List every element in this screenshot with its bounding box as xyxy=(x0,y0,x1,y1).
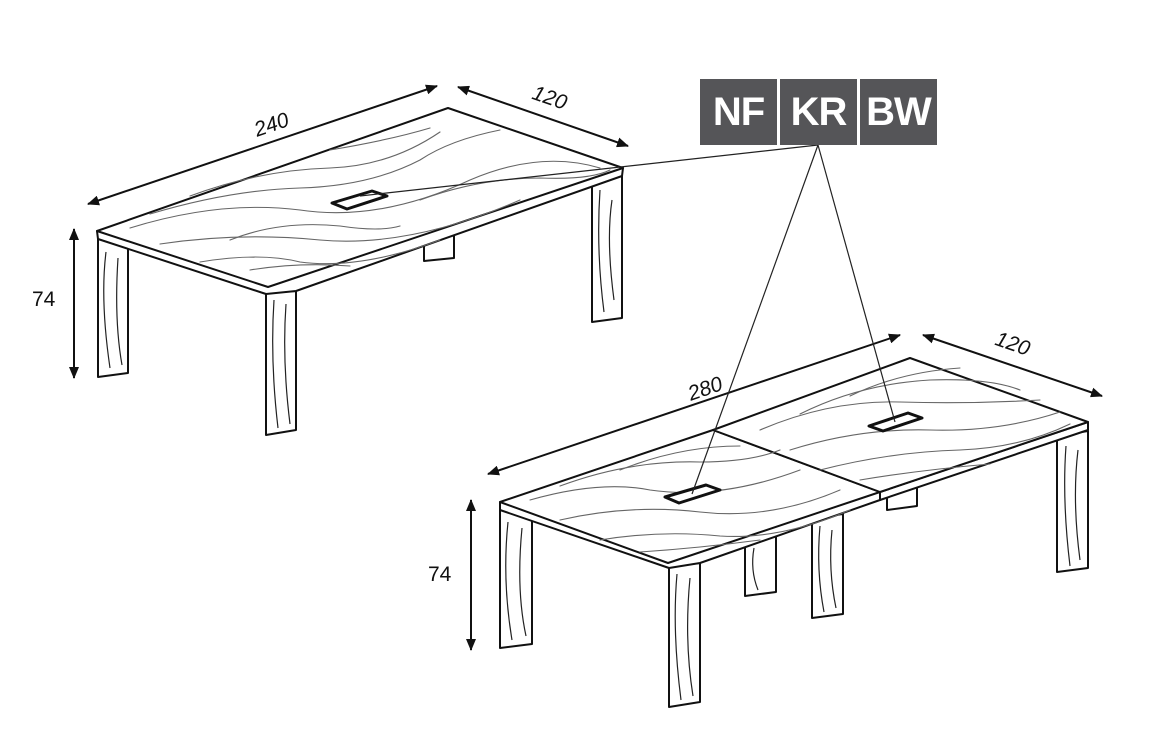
finish-badge-nf: NF xyxy=(700,79,777,145)
table-280: 280 120 74 xyxy=(428,327,1103,708)
finish-badge-kr: KR xyxy=(780,79,857,145)
table-280-right-leg xyxy=(1056,430,1089,573)
table-240-height-label: 74 xyxy=(32,288,56,311)
table-280-left-leg xyxy=(499,509,533,649)
table-280-height-label: 74 xyxy=(428,563,452,586)
table-240-left-leg xyxy=(97,238,129,378)
table-280-depth-label: 120 xyxy=(992,327,1033,360)
table-280-length-label: 280 xyxy=(684,372,726,406)
callout-lines xyxy=(359,144,896,495)
table-280-front-leg xyxy=(668,562,701,708)
table-240: 240 120 74 xyxy=(32,81,629,436)
table-240-right-leg xyxy=(591,175,623,323)
finish-badge-bw: BW xyxy=(860,79,937,145)
table-240-depth-label: 120 xyxy=(529,81,570,114)
table-280-inner-leg-2 xyxy=(811,513,844,619)
table-240-front-leg xyxy=(265,290,297,436)
